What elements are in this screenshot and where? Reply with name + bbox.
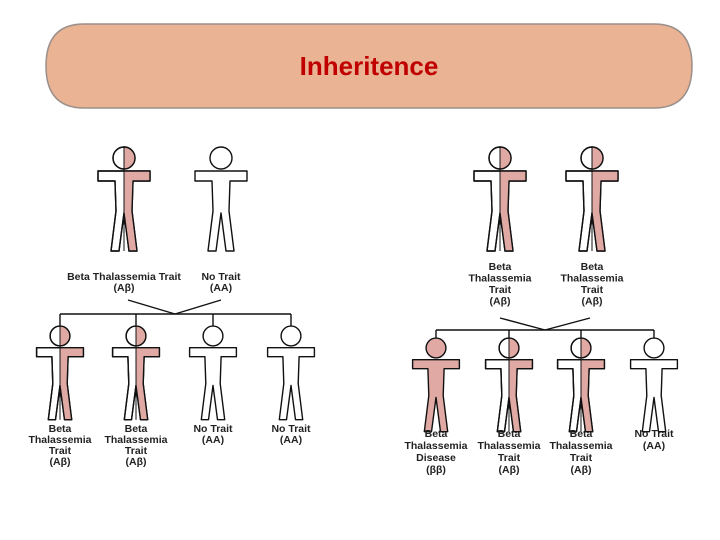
left-family-parent-2-label: No Trait(AA): [201, 271, 241, 294]
left-family-childre-3-label: No Trait(AA): [193, 423, 233, 446]
label-line: (Aβ): [582, 296, 603, 308]
trait-half-head: [581, 338, 591, 358]
label-line: Beta: [498, 428, 521, 440]
label-line: Beta: [570, 428, 593, 440]
right-family-childre-4-label: No Trait(AA): [634, 428, 674, 452]
left-family-parent-2-figure: [195, 147, 247, 251]
right-family-childre-2-figure: [486, 338, 533, 432]
label-line: Beta: [425, 428, 448, 440]
label-line: (Aβ): [126, 456, 147, 468]
right-family-connectors: [436, 318, 654, 340]
right-family-parent-1-figure: [474, 147, 526, 251]
label-line: Thalassemia: [468, 273, 531, 285]
label-line: Beta: [489, 261, 512, 273]
label-line: Thalassemia: [549, 440, 612, 452]
label-line: Trait: [570, 452, 593, 464]
right-family-childre-1-figure: [413, 338, 460, 432]
trait-half-head: [509, 338, 519, 358]
label-line: (AA): [210, 282, 232, 294]
right-family-childre-3-figure: [558, 338, 605, 432]
person-head-icon: [644, 338, 664, 358]
label-line: Trait: [489, 284, 512, 296]
person-head-icon: [426, 338, 446, 358]
left-family-childre-2-figure: [113, 326, 160, 420]
person-body-icon: [413, 360, 460, 432]
trait-half-head: [500, 147, 511, 169]
right-family-parent-2-figure: [566, 147, 618, 251]
label-line: (Aβ): [499, 464, 520, 476]
trait-half-head: [136, 326, 146, 346]
label-line: Thalassemia: [560, 273, 623, 285]
left-family-parent-1-label: Beta Thalassemia Trait(Aβ): [67, 271, 181, 294]
label-line: Disease: [416, 452, 456, 464]
person-body-icon: [195, 171, 247, 251]
person-body-icon: [190, 348, 237, 420]
left-family-childre-4-figure: [268, 326, 315, 420]
trait-half-head: [60, 326, 70, 346]
person-head-icon: [281, 326, 301, 346]
person-head-icon: [210, 147, 232, 169]
label-line: Trait: [498, 452, 521, 464]
left-family-childre-1-figure: [37, 326, 84, 420]
person-body-icon: [631, 360, 678, 432]
label-line: (ββ): [426, 464, 446, 476]
label-line: No Trait: [634, 428, 674, 440]
label-line: Thalassemia: [404, 440, 467, 452]
label-line: (Aβ): [50, 456, 71, 468]
trait-half-head: [124, 147, 135, 169]
label-line: (Aβ): [490, 296, 511, 308]
label-line: Thalassemia: [477, 440, 540, 452]
label-line: (Aβ): [114, 282, 135, 294]
label-line: Trait: [581, 284, 604, 296]
trait-half-head: [592, 147, 603, 169]
label-line: Beta: [581, 261, 604, 273]
left-family-connectors: [60, 300, 291, 326]
label-line: (AA): [643, 440, 665, 452]
right-family-childre-4-figure: [631, 338, 678, 432]
label-line: (Aβ): [571, 464, 592, 476]
left-family-parent-1-figure: [98, 147, 150, 251]
label-line: (AA): [280, 434, 302, 446]
label-line: (AA): [202, 434, 224, 446]
left-family-childre-4-label: No Trait(AA): [271, 423, 311, 446]
left-family-childre-3-figure: [190, 326, 237, 420]
person-head-icon: [203, 326, 223, 346]
person-body-icon: [268, 348, 315, 420]
